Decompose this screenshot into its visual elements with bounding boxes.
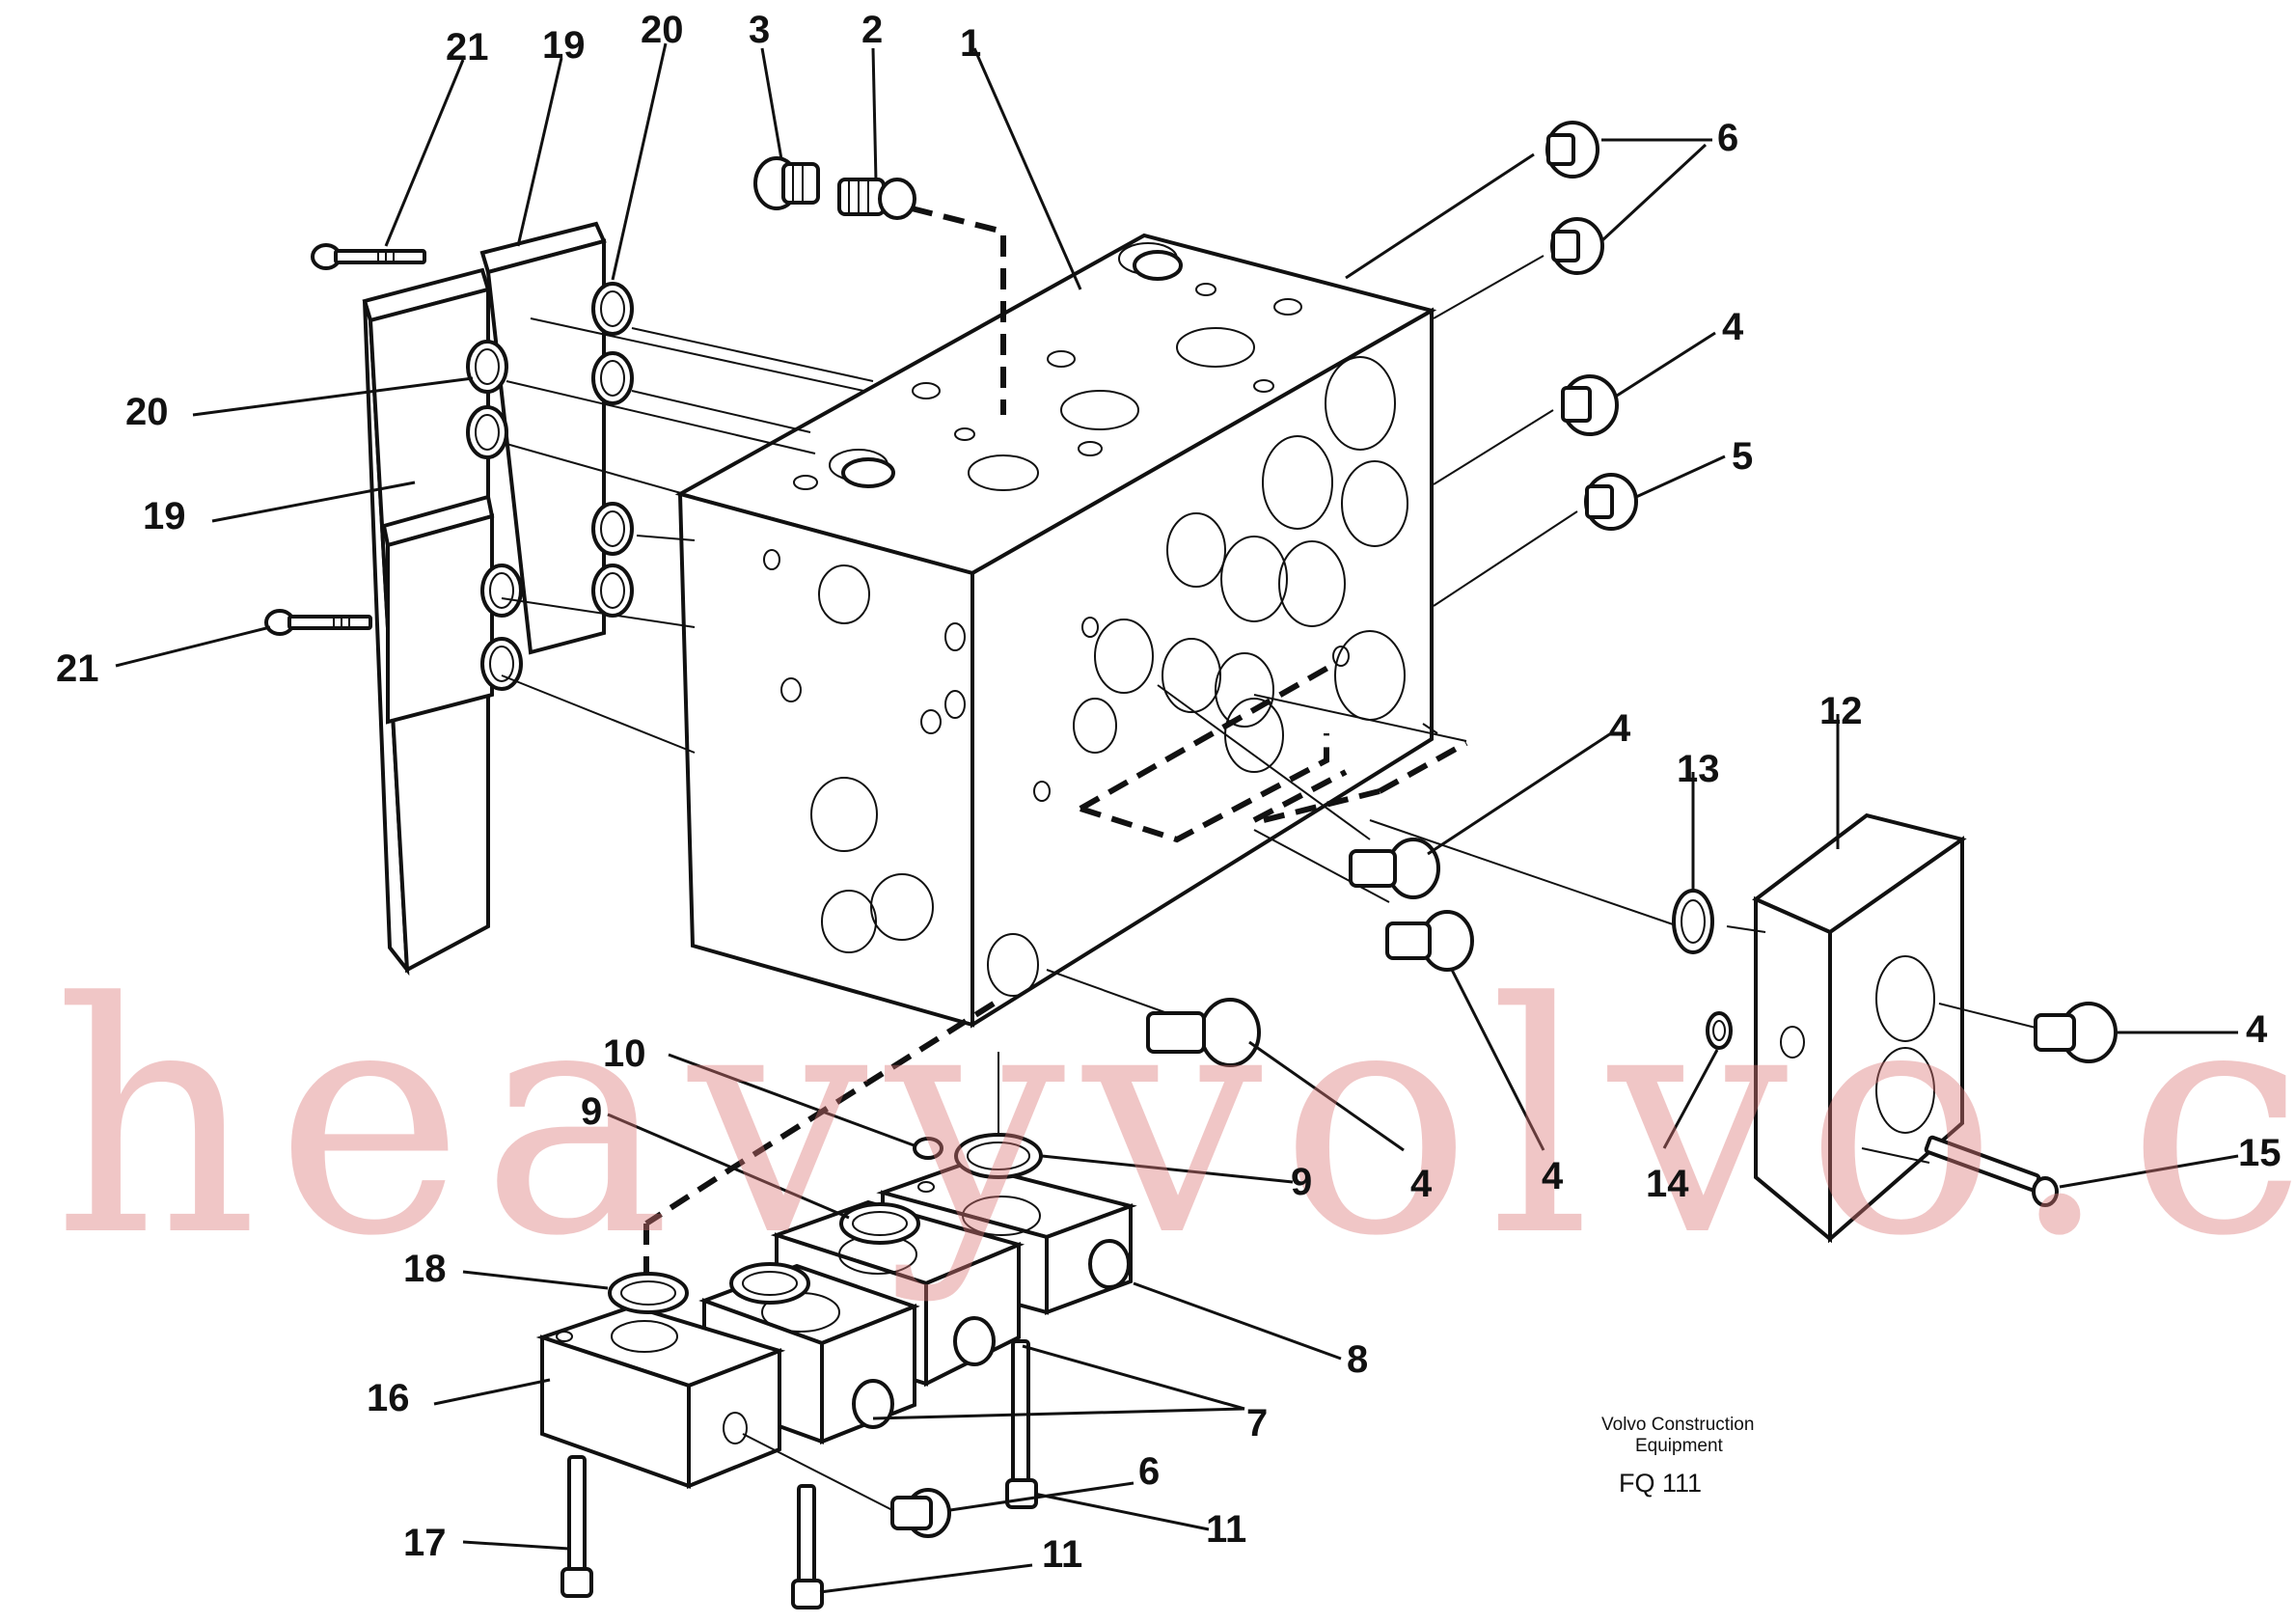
label-5: 5 (1732, 435, 1753, 478)
o-ring-18 (608, 1272, 689, 1314)
label-4: 4 (1410, 1163, 1433, 1205)
screw-11-right (1005, 1339, 1038, 1509)
end-plate-lower (479, 221, 607, 655)
label-20: 20 (125, 391, 169, 433)
valve-block-16 (535, 1304, 786, 1489)
o-ring-9-left (839, 1202, 920, 1245)
plug-4-right (1561, 374, 1619, 436)
label-21: 21 (56, 647, 99, 690)
label-6: 6 (1717, 117, 1738, 159)
plug-5-right (1584, 473, 1638, 531)
label-20: 20 (641, 9, 684, 51)
plug-4-bottom (1146, 998, 1261, 1067)
label-13: 13 (1677, 748, 1720, 790)
label-8: 8 (1347, 1338, 1368, 1381)
label-19: 19 (143, 495, 186, 537)
o-ring-center (729, 1262, 810, 1305)
caption-company: Volvo Construction (1601, 1415, 1754, 1435)
valve-block-main (674, 233, 1437, 1029)
label-3: 3 (749, 9, 770, 51)
bolt-lower (264, 609, 372, 636)
label-21: 21 (446, 26, 489, 69)
plug-part-3 (753, 156, 820, 210)
label-4: 4 (2246, 1008, 2268, 1051)
label-7: 7 (1246, 1402, 1268, 1444)
label-6: 6 (1138, 1450, 1160, 1493)
screw-17 (560, 1455, 593, 1598)
o-ring-14 (1706, 1011, 1733, 1050)
figure-caption: Volvo Construction Equipment FQ 111 (1601, 1415, 1754, 1498)
o-ring-9-right (954, 1133, 1043, 1179)
plug-4-far-right (2034, 1002, 2118, 1063)
label-11: 11 (1206, 1508, 1246, 1551)
label-19: 19 (542, 24, 586, 67)
label-4: 4 (1609, 707, 1631, 750)
fitting-part-2 (837, 178, 916, 220)
end-plate-rear (381, 494, 495, 725)
label-16: 16 (367, 1377, 410, 1419)
caption-company-line2: Equipment (1635, 1436, 1724, 1456)
screw-11-left (791, 1484, 824, 1609)
label-1: 1 (960, 22, 981, 65)
plug-6-lower (890, 1488, 951, 1538)
label-12: 12 (1819, 690, 1863, 732)
leader-lines (115, 42, 2239, 1594)
o-ring-13 (1672, 889, 1714, 954)
part-labels: 21 19 20 3 2 1 6 4 5 20 19 21 4 13 12 4 … (56, 9, 2282, 1576)
screw-15 (1924, 1135, 2059, 1207)
label-10: 10 (603, 1032, 646, 1075)
label-2: 2 (861, 9, 883, 51)
label-17: 17 (403, 1522, 447, 1564)
label-14: 14 (1646, 1163, 1689, 1205)
plug-4-middle (1349, 838, 1440, 899)
bolt-upper (311, 243, 426, 270)
caption-figure-code: FQ 111 (1619, 1469, 1702, 1498)
alignment-lines-left (501, 317, 874, 754)
watermark: heavyvolvo.com (53, 935, 2296, 1306)
label-9: 9 (1291, 1161, 1312, 1203)
plug-6-top (1545, 121, 1599, 179)
label-4: 4 (1542, 1155, 1564, 1197)
plug-6-second (1550, 217, 1604, 275)
plug-4-lower (1385, 910, 1474, 972)
o-ring-10 (913, 1137, 943, 1160)
label-15: 15 (2238, 1132, 2282, 1174)
label-18: 18 (403, 1248, 447, 1290)
label-9: 9 (581, 1090, 602, 1133)
label-11: 11 (1042, 1533, 1082, 1576)
label-4: 4 (1722, 306, 1744, 348)
